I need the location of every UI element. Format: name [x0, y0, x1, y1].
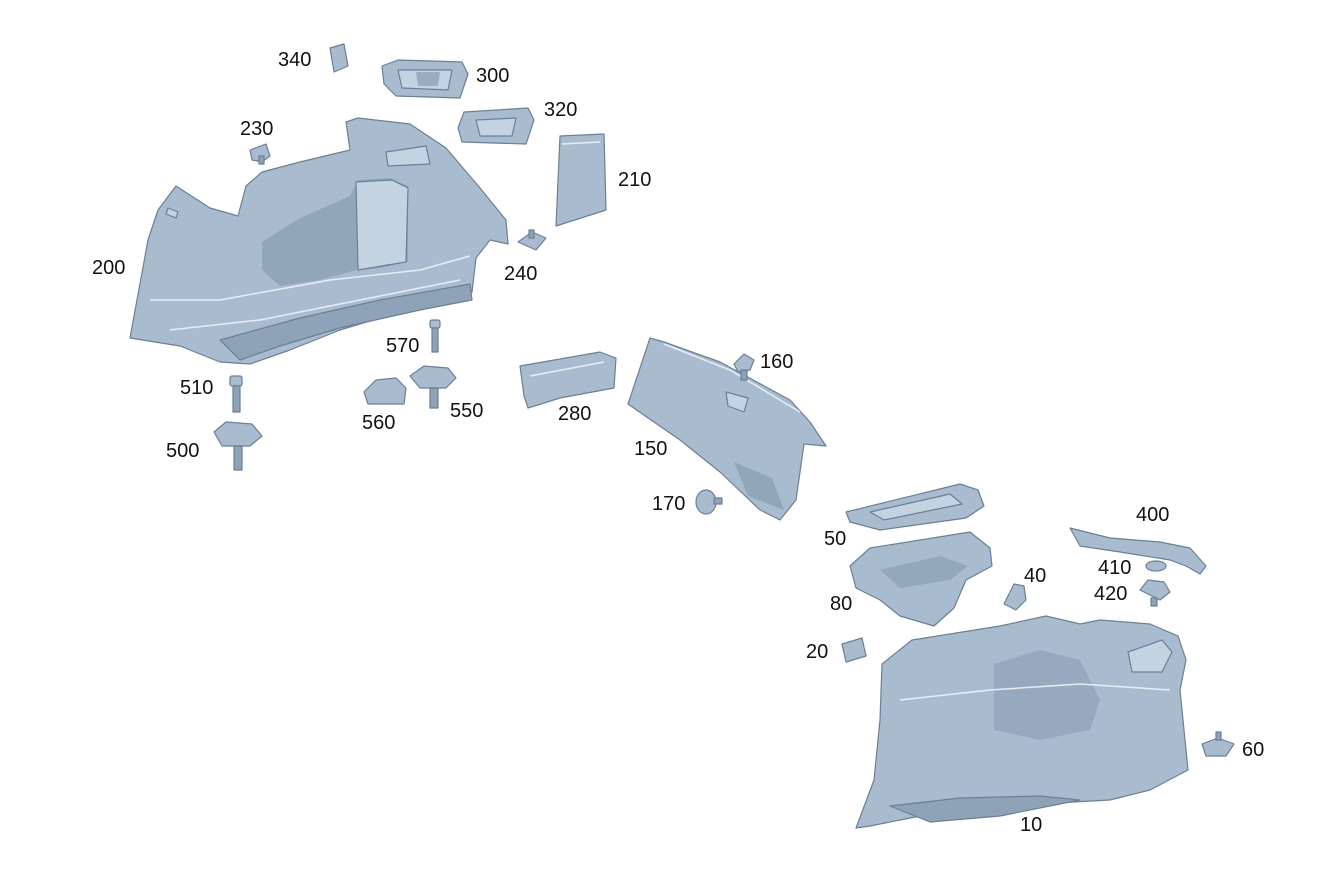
part-200-left-side-panel[interactable]	[129, 117, 509, 365]
part-40-clip[interactable]	[1003, 583, 1027, 611]
part-300-bracket-frame[interactable]	[381, 59, 469, 99]
part-340-clip[interactable]	[329, 43, 349, 73]
part-160-clip[interactable]	[733, 353, 755, 381]
part-320-handle-cover[interactable]	[457, 107, 535, 145]
part-500-retainer[interactable]	[213, 421, 263, 471]
label-150: 150	[634, 438, 667, 460]
label-50: 50	[824, 528, 846, 550]
part-560-cap[interactable]	[363, 377, 407, 405]
label-340: 340	[278, 49, 311, 71]
label-240: 240	[504, 263, 537, 285]
label-560: 560	[362, 412, 395, 434]
part-60-clip[interactable]	[1201, 731, 1235, 757]
label-400: 400	[1136, 504, 1169, 526]
label-230: 230	[240, 118, 273, 140]
label-200: 200	[92, 257, 125, 279]
part-80-storage-tray[interactable]	[849, 531, 993, 627]
label-210: 210	[618, 169, 651, 191]
part-240-clip[interactable]	[517, 229, 547, 251]
label-320: 320	[544, 99, 577, 121]
part-210-cover-panel[interactable]	[555, 133, 607, 227]
part-170-plug[interactable]	[695, 489, 723, 515]
part-410-washer[interactable]	[1145, 560, 1167, 572]
label-420: 420	[1094, 583, 1127, 605]
part-50-tray-cover[interactable]	[845, 483, 985, 531]
label-510: 510	[180, 377, 213, 399]
label-170: 170	[652, 493, 685, 515]
label-300: 300	[476, 65, 509, 87]
part-230-push-pin[interactable]	[249, 143, 271, 165]
label-10: 10	[1020, 814, 1042, 836]
part-10-right-side-panel[interactable]	[855, 615, 1189, 829]
part-20-plate[interactable]	[841, 637, 867, 663]
part-150-sill-trim[interactable]	[627, 337, 827, 521]
part-400-strap[interactable]	[1069, 527, 1207, 575]
label-570: 570	[386, 335, 419, 357]
part-570-bolt[interactable]	[429, 319, 441, 353]
part-550-retainer[interactable]	[409, 365, 457, 409]
label-160: 160	[760, 351, 793, 373]
part-280-bracket[interactable]	[519, 351, 617, 409]
label-280: 280	[558, 403, 591, 425]
label-60: 60	[1242, 739, 1264, 761]
part-510-bolt[interactable]	[229, 375, 243, 413]
label-550: 550	[450, 400, 483, 422]
part-420-expansion-clip[interactable]	[1139, 579, 1171, 607]
label-20: 20	[806, 641, 828, 663]
label-80: 80	[830, 593, 852, 615]
label-410: 410	[1098, 557, 1131, 579]
label-500: 500	[166, 440, 199, 462]
label-40: 40	[1024, 565, 1046, 587]
